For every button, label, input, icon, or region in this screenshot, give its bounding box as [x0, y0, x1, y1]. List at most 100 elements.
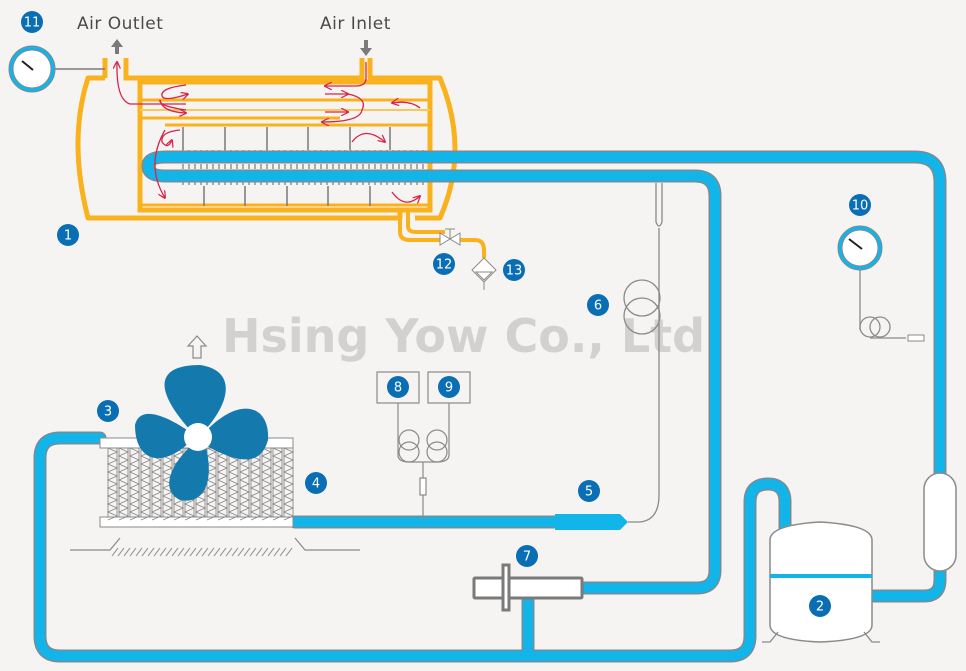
coil-column: [272, 447, 283, 518]
hatch-line: [267, 547, 275, 557]
air-outlet-arrow-icon: [111, 39, 123, 54]
hatch-line: [195, 547, 203, 557]
coil-zigzag: [238, 447, 251, 521]
badge-number: 11: [24, 16, 41, 31]
badge-circle: [503, 259, 525, 281]
badge-number: 7: [523, 550, 531, 565]
coil-zigzag: [271, 447, 284, 521]
hatch-line: [153, 547, 161, 557]
hatch-line: [129, 547, 137, 557]
air-pressure-gauge: [8, 45, 105, 93]
compressor: [762, 521, 880, 643]
coil-zigzag: [128, 447, 141, 521]
hatch-line: [189, 547, 197, 557]
coil-column: [118, 447, 129, 518]
hatch-line: [111, 547, 119, 557]
badge-circle: [305, 472, 327, 494]
hatch-line: [165, 547, 173, 557]
watermark-text: Hsing Yow Co., Ltd.: [222, 309, 723, 363]
heat-exchanger: [75, 58, 486, 258]
badge-condenser: 3: [97, 400, 119, 422]
hatch-line: [213, 547, 221, 557]
badge-condenser-coil: 4: [305, 472, 327, 494]
badge-capillary-tube: 6: [587, 294, 609, 316]
badge-number: 2: [816, 600, 824, 615]
capillary-tube: [623, 183, 663, 523]
hatch-line: [219, 547, 227, 557]
badge-hot-gas-bypass-valve: 7: [516, 545, 538, 567]
air-outlet-label: Air Outlet: [77, 14, 163, 34]
badge-compressor: 2: [809, 595, 831, 617]
air-inlet-arrow-icon: [360, 40, 372, 56]
badge-circle: [387, 376, 409, 398]
refrigerant-pressure-gauge: [837, 225, 925, 342]
ground-hatch: [111, 547, 293, 557]
hatch-line: [117, 547, 125, 557]
hot-gas-bypass-valve: [472, 563, 584, 612]
badge-circle: [438, 376, 460, 398]
hatch-line: [201, 547, 209, 557]
badge-refrigerant-pressure-gauge: 10: [849, 194, 871, 216]
hatch-line: [249, 547, 257, 557]
badge-pressure-switch-high: 8: [387, 376, 409, 398]
badge-pressure-switch-low: 9: [438, 376, 460, 398]
condenser: [70, 437, 360, 557]
hatch-line: [159, 547, 167, 557]
badge-number: 6: [594, 299, 602, 314]
badge-circle: [587, 294, 609, 316]
badge-filter-drier: 5: [578, 480, 600, 502]
badge-circle: [578, 480, 600, 502]
hatch-line: [135, 547, 143, 557]
hatch-line: [207, 547, 215, 557]
badge-heat-exchanger: 1: [57, 224, 79, 246]
badge-number: 8: [394, 381, 402, 396]
badge-drain-valve: 12: [433, 253, 455, 275]
fan-airflow-arrow-icon: [186, 335, 208, 359]
hatch-line: [285, 547, 293, 557]
hatch-line: [171, 547, 179, 557]
accumulator: [923, 472, 957, 572]
hatch-line: [141, 547, 149, 557]
air-inlet-label: Air Inlet: [320, 14, 391, 34]
badge-circle: [516, 545, 538, 567]
coil-zigzag: [150, 447, 163, 521]
badge-circle: [433, 253, 455, 275]
badge-number: 4: [312, 477, 320, 492]
hatch-line: [261, 547, 269, 557]
hatch-line: [243, 547, 251, 557]
badge-circle: [849, 194, 871, 216]
coil-zigzag: [249, 447, 262, 521]
hatch-line: [183, 547, 191, 557]
coil-zigzag: [106, 447, 119, 521]
coil-zigzag: [282, 447, 295, 521]
hatch-line: [231, 547, 239, 557]
fan-icon: [135, 365, 269, 501]
refrigerant-piping: [33, 150, 947, 663]
coil-column: [107, 447, 118, 518]
coil-zigzag: [216, 447, 229, 521]
badge-circle: [97, 400, 119, 422]
coil-zigzag: [139, 447, 152, 521]
coil-column: [261, 447, 272, 518]
badge-number: 9: [445, 381, 453, 396]
pressure-switches: [376, 371, 471, 520]
drain-valve: [439, 228, 461, 246]
badge-number: 10: [852, 199, 869, 214]
filter-drier: [555, 514, 628, 530]
hatch-line: [147, 547, 155, 557]
coil-zigzag: [227, 447, 240, 521]
hatch-line: [123, 547, 131, 557]
hatch-line: [225, 547, 233, 557]
coil-column: [129, 447, 140, 518]
coil-zigzag: [260, 447, 273, 521]
hatch-line: [177, 547, 185, 557]
drain-strainer: [471, 257, 497, 290]
airflow-arrows: [117, 62, 420, 202]
hatch-line: [255, 547, 263, 557]
badge-drain-strainer: 13: [503, 259, 525, 281]
badge-air-pressure-gauge: 11: [21, 11, 43, 33]
coil-column: [283, 447, 294, 518]
badge-circle: [809, 595, 831, 617]
